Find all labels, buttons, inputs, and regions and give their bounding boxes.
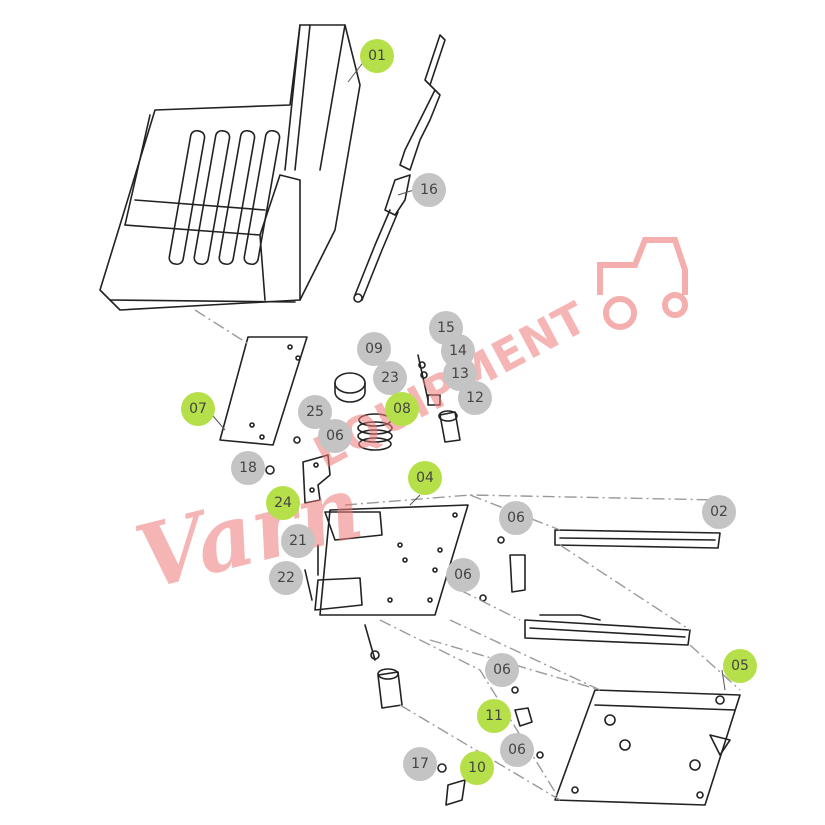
rail-upper (554, 529, 721, 549)
callout-08[interactable]: 08 (385, 392, 419, 426)
callout-23[interactable]: 23 (373, 361, 407, 395)
bracket-10 (445, 779, 466, 806)
callout-09[interactable]: 09 (357, 332, 391, 366)
callout-06a[interactable]: 06 (318, 419, 352, 453)
main-plate (304, 504, 469, 616)
lower-bushing (364, 624, 403, 709)
pin-stack (417, 354, 461, 443)
callout-17[interactable]: 17 (403, 747, 437, 781)
base-plate (554, 689, 741, 806)
callout-18[interactable]: 18 (231, 451, 265, 485)
top-plate (219, 336, 308, 446)
bracket-11 (514, 707, 533, 727)
callout-06e[interactable]: 06 (500, 733, 534, 767)
callout-06d[interactable]: 06 (485, 653, 519, 687)
tractor-watermark-icon (597, 237, 688, 330)
rail-lower (524, 614, 691, 646)
callout-06c[interactable]: 06 (446, 558, 480, 592)
callout-16[interactable]: 16 (412, 173, 446, 207)
callout-21[interactable]: 21 (281, 524, 315, 558)
bracket-left (302, 454, 331, 504)
callout-13[interactable]: 13 (443, 357, 477, 391)
callout-04[interactable]: 04 (408, 461, 442, 495)
callout-22[interactable]: 22 (269, 561, 303, 595)
callout-07[interactable]: 07 (181, 392, 215, 426)
callout-24[interactable]: 24 (266, 486, 300, 520)
seat-belt (353, 34, 446, 303)
callout-05[interactable]: 05 (723, 649, 757, 683)
callout-11[interactable]: 11 (477, 699, 511, 733)
callout-12[interactable]: 12 (458, 381, 492, 415)
callout-10[interactable]: 10 (460, 751, 494, 785)
callout-01[interactable]: 01 (360, 39, 394, 73)
callout-06b[interactable]: 06 (499, 501, 533, 535)
seat-cushion (99, 24, 361, 311)
callout-02[interactable]: 02 (702, 495, 736, 529)
